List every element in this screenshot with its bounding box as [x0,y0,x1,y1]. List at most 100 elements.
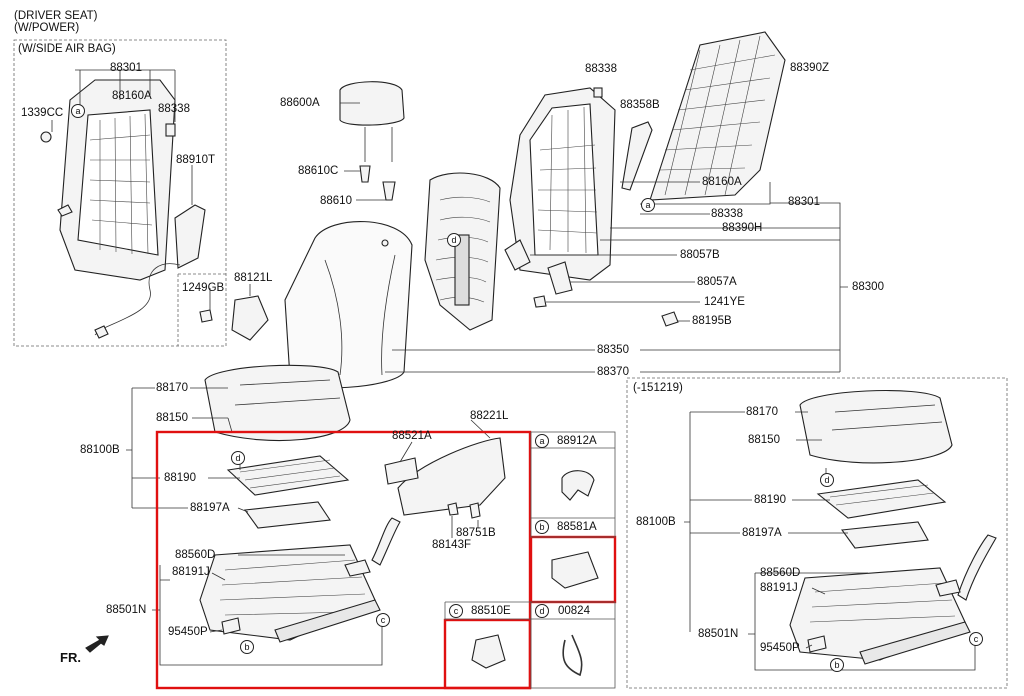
label-88521A[interactable]: 88521A [392,430,432,442]
label-88350[interactable]: 88350 [597,344,629,356]
motor-88581A [551,551,599,589]
bracket-95450P [221,617,241,635]
label-inset-88910T[interactable]: 88910T [176,154,216,166]
callout-main-a[interactable]: a [641,198,655,212]
label-88610[interactable]: 88610 [320,195,352,207]
label-inset-right-88501N[interactable]: 88501N [698,628,739,640]
label-88221L[interactable]: 88221L [470,410,509,422]
panel-b-letter: b [535,520,549,534]
label-inset-88160A[interactable]: 88160A [112,90,152,102]
inset-left-border [13,39,227,347]
panel-a-letter: a [535,434,549,448]
knob-88143F [447,502,459,516]
inset-left-title: (W/SIDE AIR BAG) [18,43,116,55]
label-88170[interactable]: 88170 [156,382,188,394]
inset-left-frame [40,79,206,339]
label-88197A[interactable]: 88197A [190,502,230,514]
label-88390Z[interactable]: 88390Z [790,62,830,74]
inset-right-cushion [789,389,997,665]
front-arrow-icon [85,635,109,653]
headrest [339,81,405,201]
label-88160A[interactable]: 88160A [702,176,742,188]
lumbar-support [621,121,653,191]
diagram-header-line2: (W/POWER) [14,22,80,34]
seat-track [199,544,381,643]
panel-a-border [530,431,616,538]
label-88600A[interactable]: 88600A [280,97,320,109]
label-88191J[interactable]: 88191J [172,566,210,578]
clip-88912A [561,470,595,501]
label-inset-right-88150[interactable]: 88150 [748,434,780,446]
label-88358B[interactable]: 88358B [620,99,660,111]
panel-b-code[interactable]: 88581A [557,521,597,533]
label-inset-right-88100B[interactable]: 88100B [636,516,676,528]
label-88560D[interactable]: 88560D [175,549,216,561]
panel-a-code[interactable]: 88912A [557,435,597,447]
callout-inset-right-c[interactable]: c [969,632,983,646]
label-inset-right-88170[interactable]: 88170 [746,406,778,418]
label-88501N[interactable]: 88501N [106,604,147,616]
label-88338[interactable]: 88338 [711,208,743,220]
callout-inset-a[interactable]: a [71,104,85,118]
front-direction-label: FR. [60,650,81,665]
callout-main-b[interactable]: b [240,640,254,654]
cable-88560D [371,517,401,566]
label-95450P[interactable]: 95450P [168,626,208,638]
label-inset-88338[interactable]: 88338 [158,103,190,115]
label-88338-top[interactable]: 88338 [585,63,617,75]
label-inset-right-88560D[interactable]: 88560D [760,567,801,579]
recliner-88057B [504,239,531,271]
panel-d-border [530,601,616,689]
seat-back-cover [284,221,413,389]
label-88751B[interactable]: 88751B [456,527,496,539]
callout-inset-right-b[interactable]: b [830,658,844,672]
switch-88521A [384,457,419,485]
panel-c-code[interactable]: 88510E [471,605,511,617]
label-inset-right-95450P[interactable]: 95450P [760,642,800,654]
label-inset-88301[interactable]: 88301 [110,62,142,74]
label-88301[interactable]: 88301 [788,196,820,208]
inset-right-border [626,377,1008,689]
label-inset-1339CC[interactable]: 1339CC [21,107,64,119]
label-88195B[interactable]: 88195B [692,315,732,327]
label-1249GB[interactable]: 1249GB [182,282,225,294]
bolt-1241YE [533,295,547,308]
panel-c-letter: c [449,604,463,618]
motor-88510E [471,634,506,669]
label-88057A[interactable]: 88057A [697,276,737,288]
label-inset-right-88197A[interactable]: 88197A [742,527,782,539]
label-88121L[interactable]: 88121L [234,272,273,284]
recliner-88057A [547,261,573,295]
label-88300[interactable]: 88300 [852,281,884,293]
bolt-88195B [661,311,679,327]
diagram-header-line1: (DRIVER SEAT) [14,10,98,22]
label-88610C[interactable]: 88610C [298,165,339,177]
label-88190[interactable]: 88190 [164,472,196,484]
seat-back-pad [424,172,501,331]
bolt-1249GB [199,309,213,323]
label-88150[interactable]: 88150 [156,412,188,424]
label-inset-right-88190[interactable]: 88190 [754,494,786,506]
knob-88751B [469,502,481,519]
panel-d-letter: d [535,604,549,618]
label-88370[interactable]: 88370 [597,366,629,378]
label-88057B[interactable]: 88057B [680,249,720,261]
seat-cushion [204,364,351,442]
label-88143F[interactable]: 88143F [432,539,472,551]
label-1241YE[interactable]: 1241YE [704,296,745,308]
seat-back-board [649,31,786,201]
callout-main-d-back[interactable]: d [447,233,461,247]
callout-main-d-cushion[interactable]: d [231,451,245,465]
callout-main-c[interactable]: c [376,613,390,627]
label-inset-right-88191J[interactable]: 88191J [760,582,798,594]
label-88100B[interactable]: 88100B [80,444,120,456]
cushion-heater [226,455,350,496]
seat-back-frame [509,87,616,281]
callout-inset-right-d[interactable]: d [820,473,834,487]
wire-00824 [562,634,583,677]
panel-d-code[interactable]: 00824 [558,605,590,617]
inset-right-title: (-151219) [633,382,683,394]
label-88390H[interactable]: 88390H [722,222,763,234]
